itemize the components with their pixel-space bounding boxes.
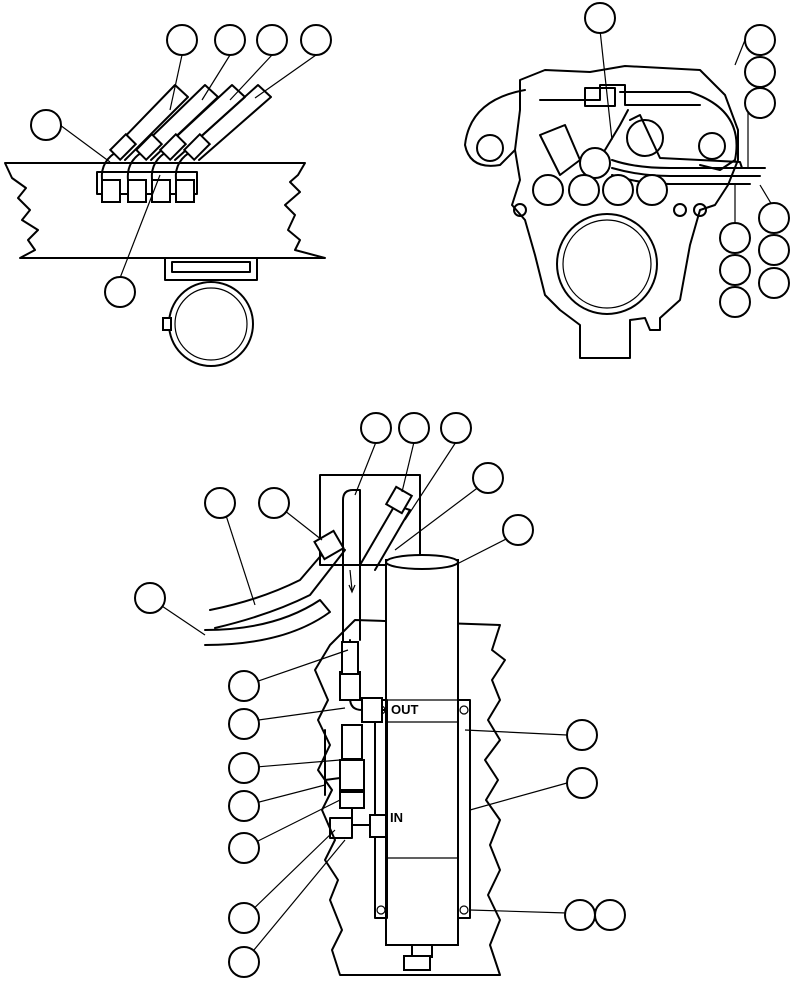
- port-right: [698, 132, 726, 160]
- swivel-nut: [339, 671, 361, 701]
- filter-body: [385, 559, 459, 946]
- upper-plate: [319, 474, 421, 566]
- housing-left: [464, 89, 526, 167]
- fitting: [175, 179, 195, 203]
- hose-end: [341, 641, 359, 675]
- manifold-block: [584, 87, 616, 107]
- fitting-group: [100, 149, 195, 203]
- top-right-view: [464, 2, 790, 359]
- panel-outline: [4, 162, 326, 259]
- canister-band: [171, 261, 251, 273]
- pump: [539, 124, 581, 176]
- leader-lines: [149, 441, 568, 963]
- callout-circle: [256, 24, 288, 56]
- canister-tab: [162, 317, 172, 331]
- callout-group-bottom: [134, 412, 626, 978]
- flywheel-bore: [556, 213, 658, 315]
- large-hose-2: [204, 599, 331, 646]
- pulley: [626, 119, 664, 157]
- canister-rim: [174, 287, 248, 361]
- hose-group: [108, 84, 272, 162]
- callout-circle: [104, 276, 136, 308]
- callout-circle: [166, 24, 198, 56]
- canister-body: [168, 281, 254, 367]
- tee-fitting: [329, 817, 353, 839]
- filter-top: [385, 554, 459, 570]
- fitting: [101, 179, 121, 203]
- rail-right: [457, 699, 471, 919]
- hose-fitting: [384, 485, 414, 515]
- in-fitting: [369, 814, 387, 838]
- valve-upper: [341, 724, 363, 760]
- callout-circle: [300, 24, 332, 56]
- callout-group-top-left: [30, 24, 332, 308]
- vertical-hose: [342, 489, 361, 643]
- bottom-view: OUT IN: [134, 412, 626, 978]
- fitting: [151, 179, 171, 203]
- canister-mount: [164, 257, 258, 281]
- leader-lines: [59, 54, 317, 279]
- callout-group-top-right: [532, 2, 790, 318]
- callout-circle: [214, 24, 246, 56]
- housing-right: [619, 91, 738, 171]
- manifold: [539, 84, 701, 106]
- port-left: [476, 134, 504, 162]
- out-fitting: [361, 697, 383, 723]
- valve-body: [339, 759, 365, 791]
- large-hose-fitting: [313, 529, 345, 561]
- valve-lower: [339, 791, 365, 809]
- out-port-label: OUT: [391, 702, 419, 717]
- large-hose-1: [209, 544, 346, 629]
- fitting: [127, 179, 147, 203]
- callout-circle: [30, 109, 62, 141]
- drain-valve: [403, 955, 431, 971]
- top-left-view: [4, 24, 332, 367]
- leader-lines: [599, 29, 773, 225]
- engine-block: [511, 65, 739, 359]
- in-port-label: IN: [390, 810, 403, 825]
